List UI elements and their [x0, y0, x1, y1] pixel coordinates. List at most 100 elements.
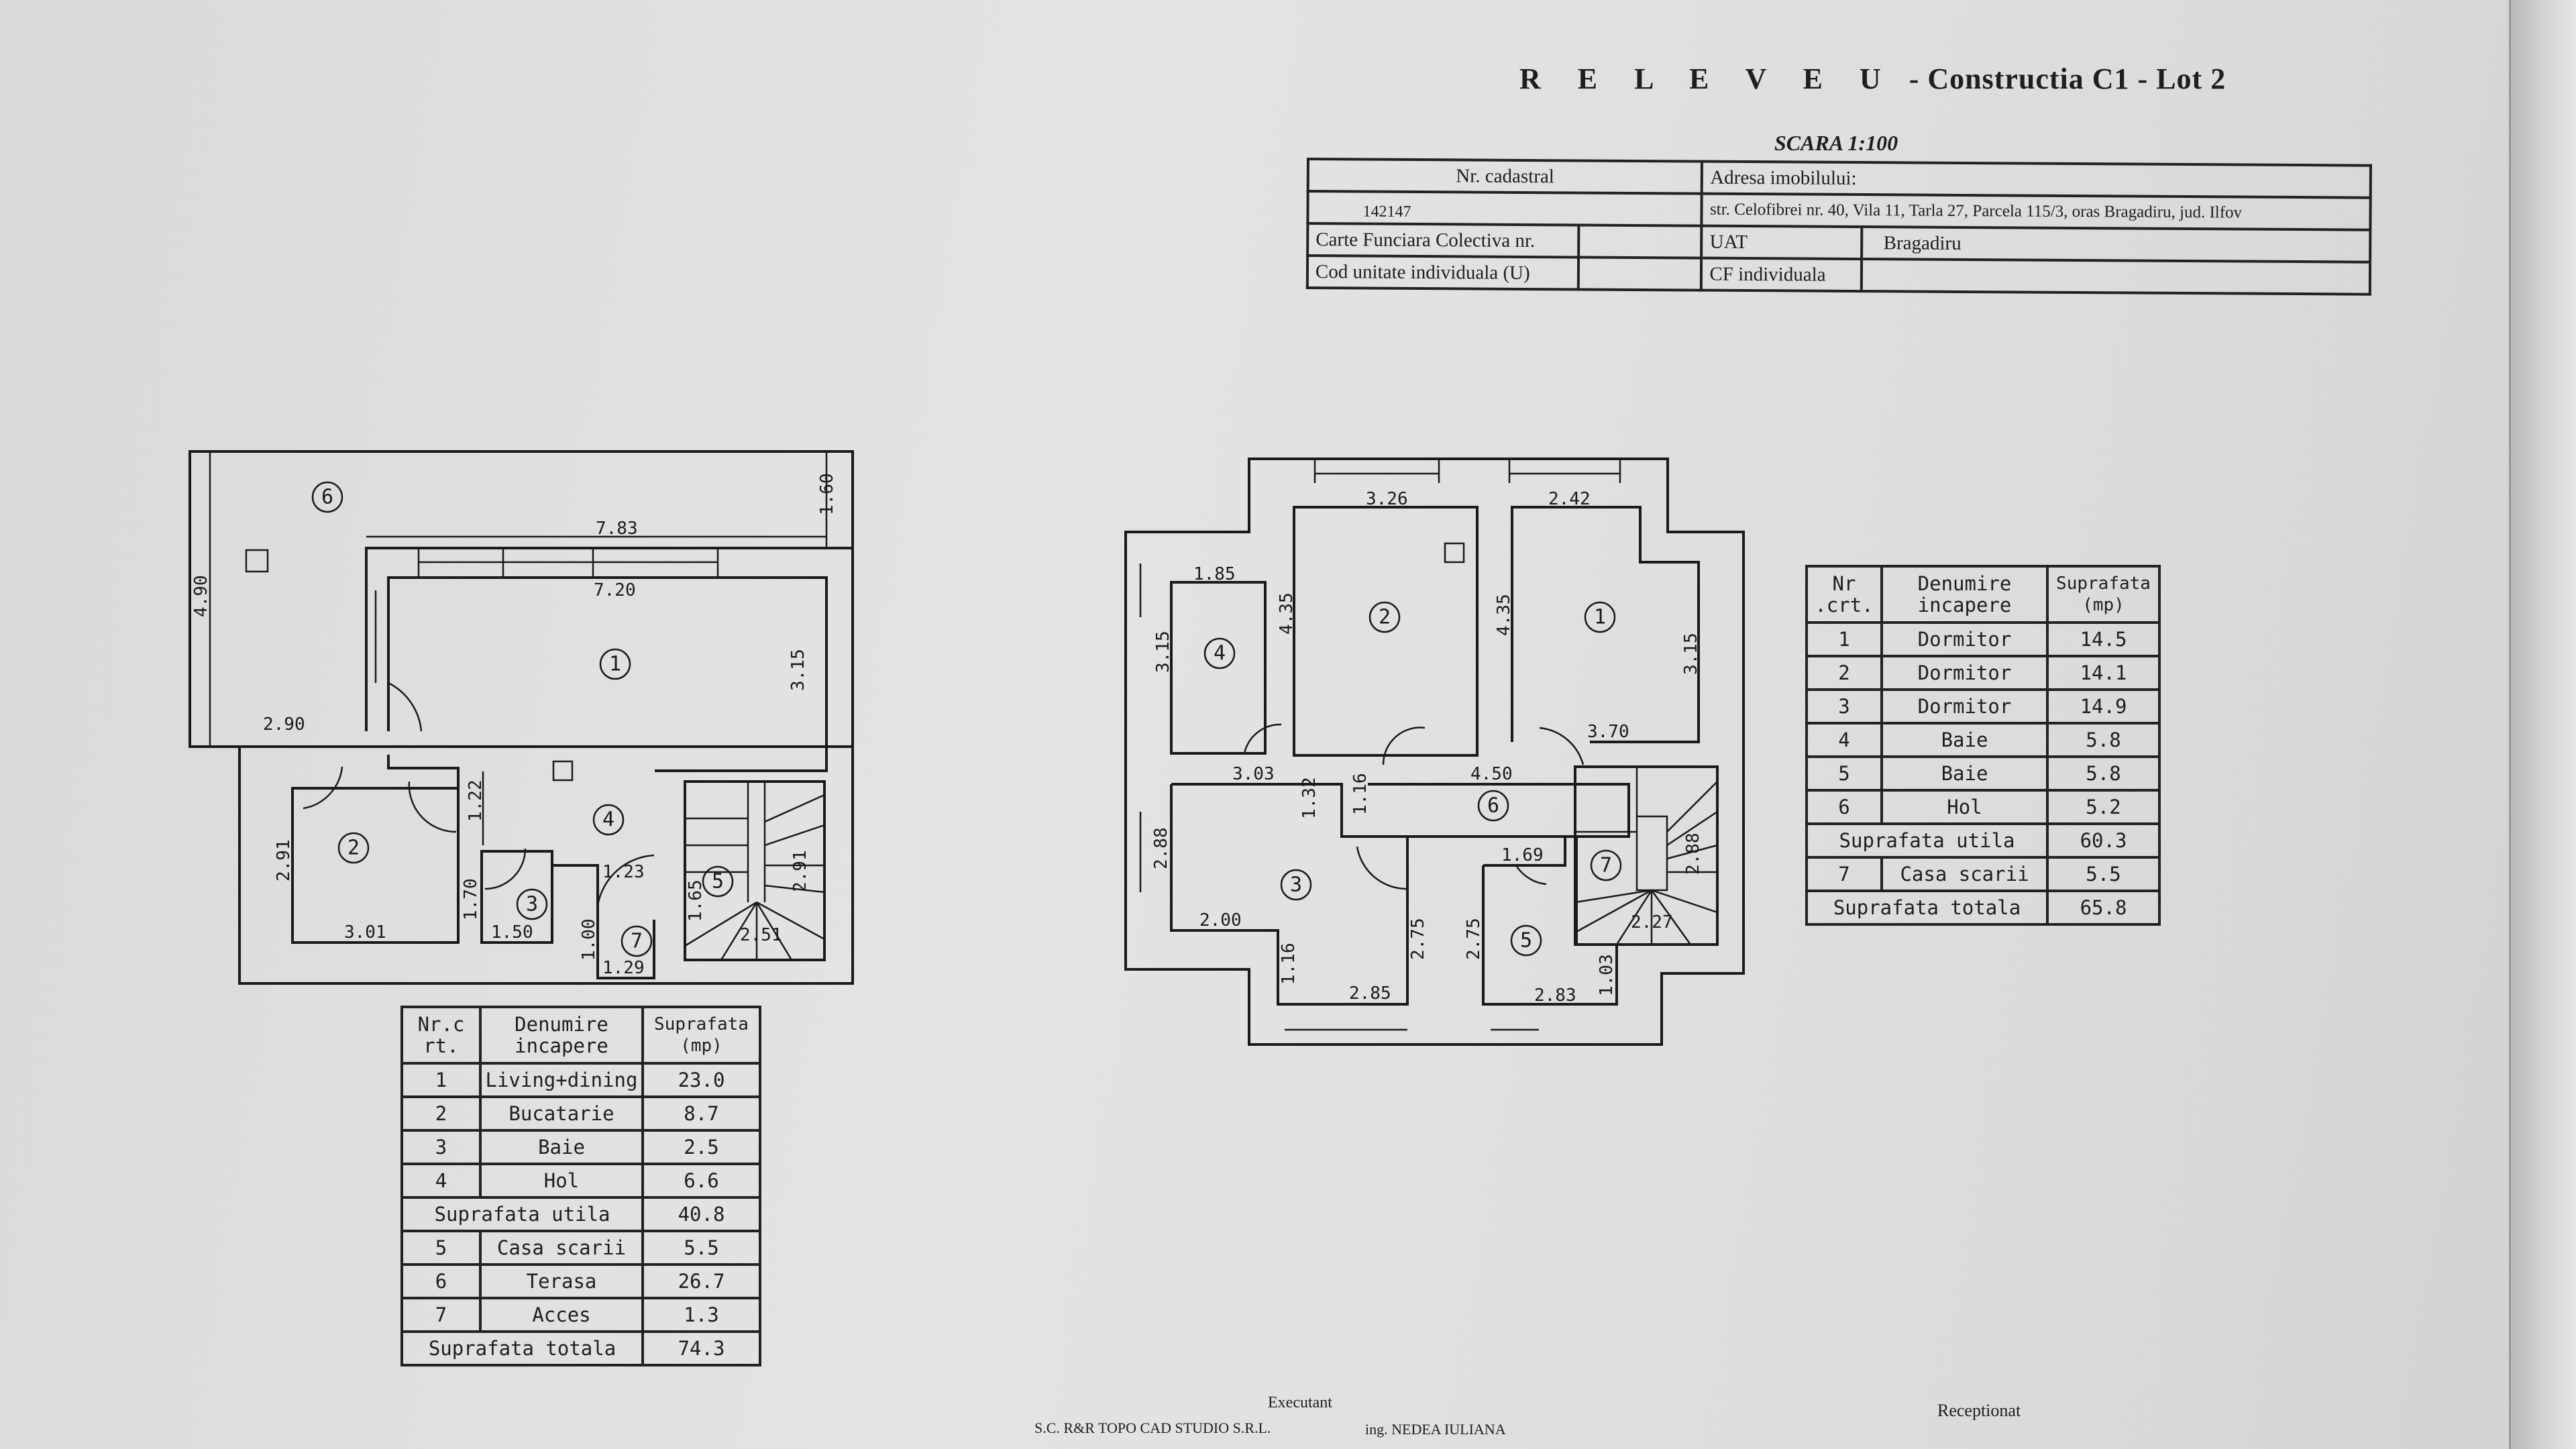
stair-7-walls [1574, 765, 1719, 946]
dimension-label: 2.42 [1548, 489, 1591, 509]
room-number: 7 [631, 930, 643, 953]
title-construction: - Constructia C1 - Lot 2 [1909, 62, 2226, 95]
dimension-label: 2.00 [1199, 910, 1242, 930]
hall-6-walls [1368, 783, 1630, 838]
row-area: 14.1 [2046, 655, 2161, 691]
room-number: 3 [1290, 873, 1302, 897]
door-swing [1539, 727, 1585, 765]
room-2-walls [1293, 506, 1479, 757]
row-name: Dormitor [1880, 621, 2049, 657]
row-nr: 2 [400, 1095, 482, 1132]
dimension-label: 3.03 [1232, 764, 1275, 784]
dimension-label: 2.83 [1534, 985, 1576, 1006]
dimension-label: 2.90 [263, 714, 305, 735]
row-area: 26.7 [641, 1263, 761, 1299]
room-number: 2 [1379, 606, 1391, 629]
title-releveu: R E L E V E U [1519, 62, 1896, 95]
totala-label: Suprafata totala [400, 1330, 644, 1366]
dimension-label: 2.88 [1151, 827, 1171, 869]
row-nr: 5 [400, 1230, 482, 1266]
col-header-area: Suprafata (mp) [2046, 565, 2161, 624]
door-swing [1356, 846, 1408, 890]
row-nr: 7 [400, 1297, 482, 1333]
room-number: 5 [712, 870, 724, 894]
row-nr: 6 [400, 1263, 482, 1299]
row-name: Baie [1880, 755, 2049, 792]
row-name: Acces [479, 1297, 644, 1333]
dimension-label: 1.16 [1350, 773, 1371, 815]
row-area: 14.5 [2046, 621, 2161, 657]
dimension-label: 1.03 [1597, 954, 1617, 996]
dimension-label: 7.20 [594, 580, 636, 600]
room-1-walls [387, 576, 828, 772]
room-number: 3 [526, 893, 538, 916]
col-header-name: Denumire incapere [479, 1006, 644, 1065]
row-area: 2.5 [641, 1129, 761, 1165]
row-area: 6.6 [641, 1163, 761, 1199]
row-area: 1.3 [641, 1297, 761, 1333]
room-number: 4 [602, 808, 614, 832]
column [552, 760, 574, 782]
col-header-area: Suprafata (mp) [641, 1006, 761, 1065]
row-name: Terasa [479, 1263, 644, 1299]
dimension-label: 3.01 [344, 922, 386, 943]
totala-value: 65.8 [2046, 890, 2161, 926]
totala-label: Suprafata totala [1805, 890, 2049, 926]
house-upper-outline [365, 547, 854, 747]
chimney [245, 549, 269, 573]
ground-room-labels: 1 2 3 4 5 6 7 [311, 481, 734, 957]
dimension-label: 2.75 [1408, 918, 1428, 960]
row-name: Hol [1880, 789, 2049, 825]
dimension-label: 1.29 [602, 958, 645, 978]
ground-dimensions: 7.83 7.20 3.15 1.60 4.90 2.90 1.22 2.91 … [191, 473, 837, 978]
document-title: R E L E V E U - Constructia C1 - Lot 2 [1519, 62, 2226, 96]
row-nr: 2 [1805, 655, 1883, 691]
door-swing [1382, 727, 1426, 765]
door-swing [484, 848, 527, 890]
room-3-walls [480, 850, 553, 944]
dimension-label: 1.70 [461, 878, 481, 920]
terrace-outline [189, 450, 854, 748]
row-name: Casa scarii [1880, 856, 2049, 892]
row-name: Baie [1880, 722, 2049, 758]
row-nr: 4 [400, 1163, 482, 1199]
row-nr: 6 [1805, 789, 1883, 825]
row-name: Casa scarii [479, 1230, 644, 1266]
dimension-label: 1.65 [686, 879, 706, 922]
utila-value: 40.8 [641, 1196, 761, 1232]
house-lower-outline [238, 745, 854, 985]
door-swing [1515, 865, 1547, 885]
executant-label: Executant [1268, 1394, 1332, 1411]
paper-edge [2509, 0, 2576, 1449]
row-name: Baie [479, 1129, 644, 1165]
upper-outline [1124, 458, 1745, 1046]
dimension-label: 2.85 [1349, 983, 1391, 1004]
door-swing [596, 854, 655, 906]
dimension-label: 1.22 [466, 780, 486, 822]
receptionat-label: Receptionat [1937, 1401, 2021, 1420]
dimension-label: 3.15 [1681, 633, 1701, 675]
row-nr: 4 [1805, 722, 1883, 758]
col-header-name: Denumire incapere [1880, 565, 2049, 624]
dimension-label: 3.15 [1153, 631, 1173, 673]
door-swing [303, 766, 343, 810]
room-number: 4 [1214, 642, 1226, 665]
ground-floor-room-table: Nr.c rt. Denumire incapere Suprafata (mp… [400, 1006, 761, 1366]
stair-core [1635, 815, 1668, 892]
dimension-label: 1.60 [817, 473, 837, 515]
room-number: 1 [1594, 606, 1606, 629]
row-area: 23.0 [641, 1062, 761, 1098]
row-name: Dormitor [1880, 688, 2049, 724]
row-area: 5.8 [2046, 755, 2161, 792]
dimension-label: 2.91 [274, 839, 294, 881]
